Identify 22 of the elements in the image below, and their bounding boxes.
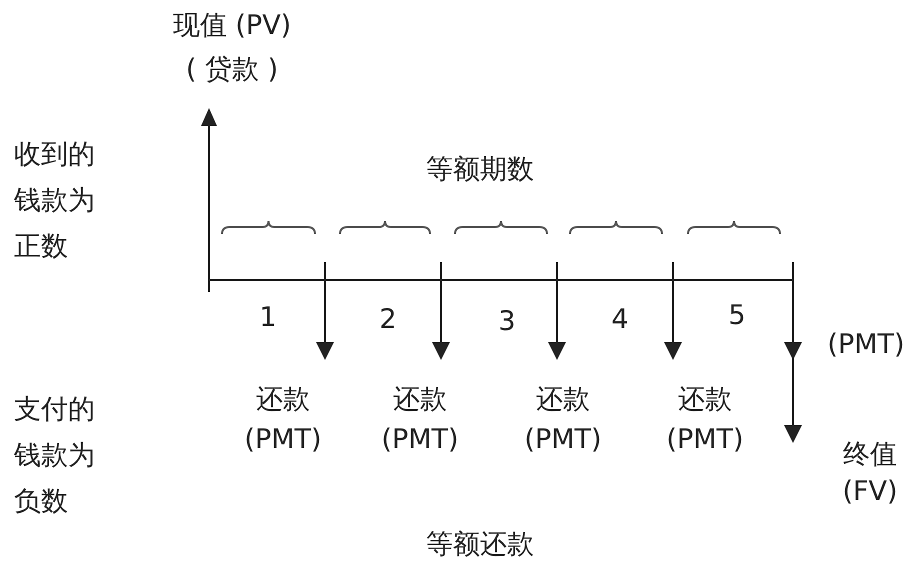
note-text: 收到的钱款为正数: [14, 138, 96, 264]
note-text: 支付的钱款为负数: [14, 393, 96, 519]
payment-label: (PMT): [381, 423, 459, 457]
caption-text: 等额还款: [426, 528, 534, 562]
axis-label: 现值 (PV): [172, 9, 292, 43]
payment-label: (PMT): [524, 423, 602, 457]
payment-label: 还款: [256, 383, 310, 417]
payment-label: (PMT): [827, 328, 905, 362]
period-number: 1: [259, 301, 277, 335]
period-number: 5: [728, 299, 746, 333]
period-number: 3: [498, 305, 516, 339]
period-number: 4: [611, 303, 629, 337]
payment-label: (PMT): [666, 423, 744, 457]
axis-label: ( 贷款 ): [186, 53, 278, 87]
payment-label: 还款: [536, 383, 590, 417]
period-number: 2: [379, 303, 397, 337]
period-label: 等额期数: [426, 153, 534, 187]
payment-label: (PMT): [244, 423, 322, 457]
value-label: (FV): [842, 475, 898, 509]
payment-label: 还款: [393, 383, 447, 417]
value-label: 终值: [843, 438, 897, 472]
payment-label: 还款: [678, 383, 732, 417]
